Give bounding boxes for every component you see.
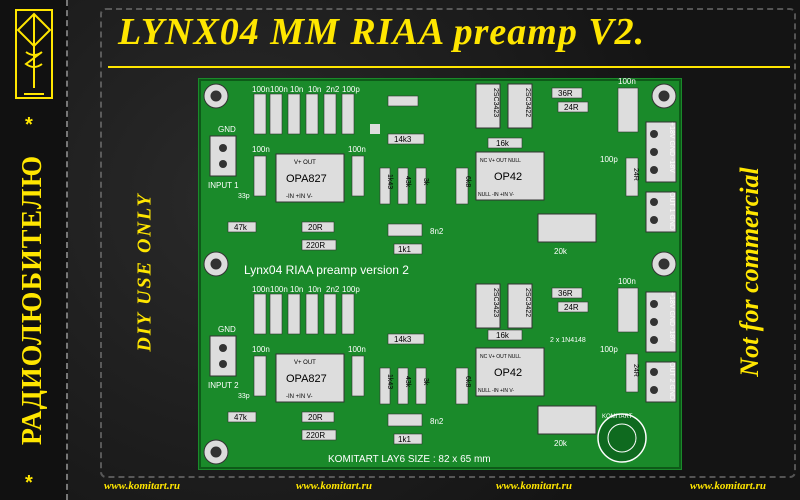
komitart-logo-icon: KOMITART <box>597 413 647 463</box>
cap-label: 10n <box>308 285 321 294</box>
cap-label: 100n <box>252 145 270 154</box>
res-label: 6k8 <box>464 176 471 187</box>
res-label: 24R <box>564 303 579 312</box>
side-label: РАДИОЛЮБИТЕЛЮ <box>17 154 48 446</box>
gnd-label: GND <box>218 325 236 334</box>
cap-label: 100p <box>600 155 618 164</box>
stitch-frame <box>100 8 796 478</box>
pcb-board: 100n 100n 10n 10n 2n2 100p GND INPUT 1 3… <box>198 78 682 470</box>
page-title: LYNX04 MM RIAA preamp V2. <box>118 11 646 53</box>
res-label: 43k <box>404 176 411 188</box>
footer-url-1[interactable]: www.komitart.ru <box>104 480 181 492</box>
ic-pins-bottom: NULL -IN +IN V- <box>478 388 514 394</box>
cap-label: 10n <box>290 85 303 94</box>
ic-label: OPA827 <box>286 173 327 185</box>
cap-label: 2n2 <box>326 285 340 294</box>
ic-pins-top: NC V+ OUT NULL <box>480 354 521 360</box>
title-underline <box>108 66 790 68</box>
cap-label: 100n <box>252 85 270 94</box>
ic-label: OP42 <box>494 171 522 183</box>
res-label: 36R <box>558 89 573 98</box>
cap-label: 100n <box>618 277 636 286</box>
cap-label: 100n <box>252 345 270 354</box>
ic-pins-top: NC V+ OUT NULL <box>480 158 521 164</box>
transistor-label: 2SC3423 <box>492 288 499 317</box>
res-label: 47k <box>234 413 248 422</box>
board-label: Lynx04 RIAA preamp version 2 <box>244 263 409 277</box>
channel-2: 100n 100n 10n 10n 2n2 100p GND INPUT 2 3… <box>208 277 677 448</box>
input-label: INPUT 2 <box>208 381 239 390</box>
res-label: 36R <box>558 289 573 298</box>
cap-label: 100n <box>348 345 366 354</box>
res-label: 24R <box>632 168 639 181</box>
transistor-label: 2SC3423 <box>492 88 499 117</box>
diy-label: DIY USE ONLY <box>133 192 156 352</box>
input-label: INPUT 1 <box>208 181 239 190</box>
out-label: OUT 1 GND <box>668 192 675 230</box>
res-label: 24R <box>564 103 579 112</box>
ic-pins-bottom: -IN +IN V- <box>286 394 313 400</box>
footer-url-4[interactable]: www.komitart.ru <box>690 480 767 492</box>
cap-label: 100p <box>342 285 360 294</box>
res-label: 43k <box>404 376 411 388</box>
power-label: +18V GND -18V <box>668 292 675 343</box>
cap-label: 10n <box>290 285 303 294</box>
ic-pins-bottom: NULL -IN +IN V- <box>478 192 514 198</box>
not-commercial-label: Not for commercial <box>735 167 764 377</box>
res-label: 220R <box>306 241 325 250</box>
res-label: 3k <box>422 178 429 186</box>
gnd-label: GND <box>218 125 236 134</box>
trim-label: 20k <box>554 247 568 256</box>
res-label: 1k43 <box>386 174 393 189</box>
out-label: OUT 2 GND <box>668 362 675 400</box>
star-bottom: * <box>25 472 33 494</box>
cap-label: 2n2 <box>326 85 340 94</box>
footer-url-2[interactable]: www.komitart.ru <box>296 480 373 492</box>
star-top: * <box>25 114 33 136</box>
cap-label: 100n <box>618 78 636 86</box>
res-label: 20R <box>308 413 323 422</box>
diodes-label: 2 x 1N4148 <box>550 337 586 344</box>
res-label: 220R <box>306 431 325 440</box>
footer-url-3[interactable]: www.komitart.ru <box>496 480 573 492</box>
radio-logo-icon <box>15 9 53 99</box>
cap-label: 100n <box>270 285 288 294</box>
res-label: 14k3 <box>394 135 412 144</box>
res-label: 24R <box>632 364 639 377</box>
transistor-label: 2SC3422 <box>524 88 531 117</box>
size-label: KOMITART LAY6 SIZE : 82 x 65 mm <box>328 454 491 465</box>
res-label: 14k3 <box>394 335 412 344</box>
ic-pins-top: V+ OUT <box>294 360 316 366</box>
ic-pins-top: V+ OUT <box>294 160 316 166</box>
res-label: 1k43 <box>386 374 393 389</box>
res-label: 1k1 <box>398 245 411 254</box>
cap-label: 8n2 <box>430 227 444 236</box>
transistor-label: 2SC3422 <box>524 288 531 317</box>
res-label: 6k8 <box>464 376 471 387</box>
res-label: 16k <box>496 139 510 148</box>
cap-label: 100p <box>342 85 360 94</box>
res-label: 3k <box>422 378 429 386</box>
cap-33p-label: 33p <box>238 393 250 400</box>
ic-pins-bottom: -IN +IN V- <box>286 194 313 200</box>
power-label: +18V GND -18V <box>668 122 675 173</box>
cap-label: 100n <box>270 85 288 94</box>
res-label: 20R <box>308 223 323 232</box>
res-label: 16k <box>496 331 510 340</box>
left-strip: * РАДИОЛЮБИТЕЛЮ * <box>0 0 68 500</box>
channel-1: 100n 100n 10n 10n 2n2 100p GND INPUT 1 3… <box>208 78 677 256</box>
ic-label: OPA827 <box>286 373 327 385</box>
trim-label: 20k <box>554 439 568 448</box>
res-label: 47k <box>234 223 248 232</box>
cap-label: 10n <box>308 85 321 94</box>
cap-label: 100n <box>348 145 366 154</box>
cap-label: 8n2 <box>430 417 444 426</box>
ic-label: OP42 <box>494 367 522 379</box>
cap-label: 100p <box>600 345 618 354</box>
cap-label: 100n <box>252 285 270 294</box>
mount-holes <box>203 83 677 465</box>
res-label: 1k1 <box>398 435 411 444</box>
cap-33p-label: 33p <box>238 193 250 200</box>
logo-ring-text: KOMITART <box>602 414 633 420</box>
